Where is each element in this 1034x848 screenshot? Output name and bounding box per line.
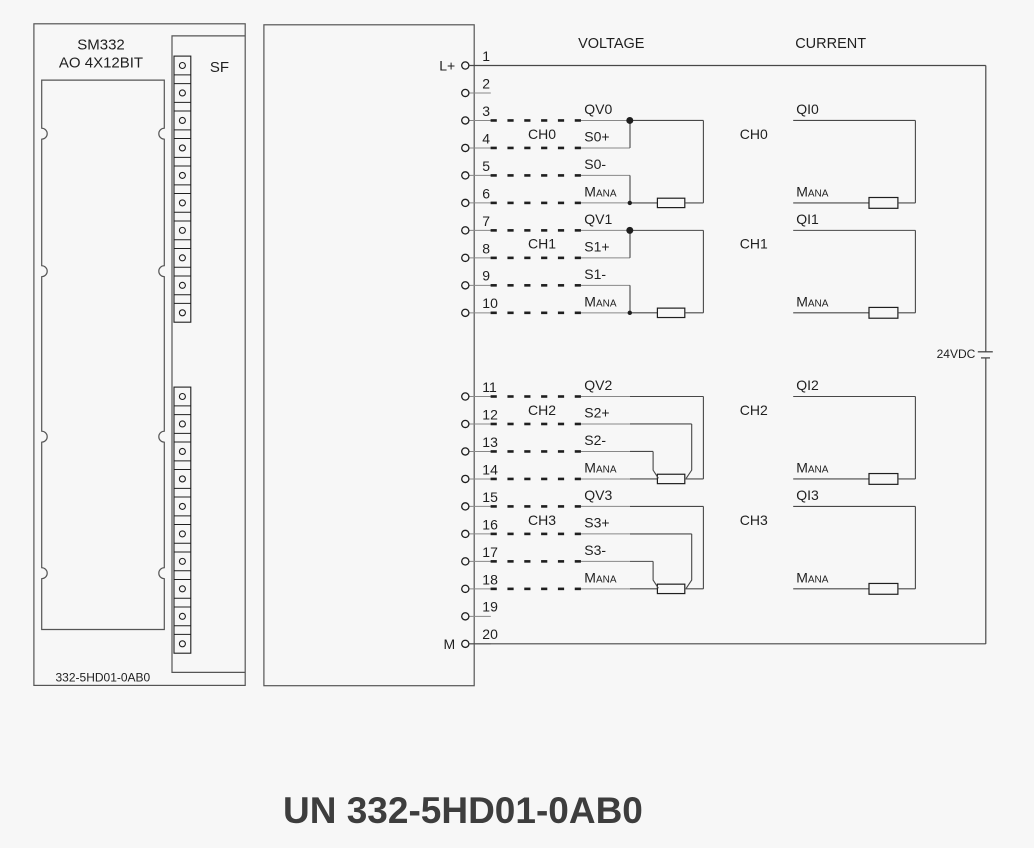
svg-text:332-5HD01-0AB0: 332-5HD01-0AB0 — [56, 671, 151, 685]
svg-text:18: 18 — [482, 571, 498, 587]
svg-text:17: 17 — [482, 544, 498, 560]
svg-text:QV1: QV1 — [584, 211, 612, 227]
svg-text:S2-: S2- — [584, 432, 606, 448]
svg-text:S1-: S1- — [584, 266, 606, 282]
svg-text:7: 7 — [482, 213, 490, 229]
svg-text:10: 10 — [482, 295, 498, 311]
svg-text:CURRENT: CURRENT — [795, 36, 866, 52]
svg-text:S0-: S0- — [584, 156, 606, 172]
svg-text:UN 332-5HD01-0AB0: UN 332-5HD01-0AB0 — [283, 790, 643, 831]
svg-text:9: 9 — [482, 268, 490, 284]
svg-text:12: 12 — [482, 406, 498, 422]
svg-text:CH2: CH2 — [528, 402, 556, 418]
svg-text:CH3: CH3 — [528, 512, 556, 528]
svg-text:QV0: QV0 — [584, 101, 612, 117]
svg-text:1: 1 — [482, 48, 490, 64]
svg-text:SM332: SM332 — [77, 37, 125, 54]
svg-text:2: 2 — [482, 75, 490, 91]
svg-text:5: 5 — [482, 158, 490, 174]
svg-text:S1+: S1+ — [584, 238, 609, 254]
svg-text:S3+: S3+ — [584, 514, 609, 530]
svg-text:15: 15 — [482, 489, 498, 505]
svg-text:M: M — [444, 636, 456, 652]
svg-text:QI2: QI2 — [796, 377, 819, 393]
svg-text:24VDC: 24VDC — [937, 347, 976, 361]
svg-text:8: 8 — [482, 240, 490, 256]
svg-text:QV3: QV3 — [584, 487, 612, 503]
svg-text:CH1: CH1 — [740, 236, 768, 252]
svg-text:QV2: QV2 — [584, 377, 612, 393]
svg-text:S3-: S3- — [584, 542, 606, 558]
svg-text:AO 4X12BIT: AO 4X12BIT — [59, 55, 143, 72]
svg-text:6: 6 — [482, 185, 490, 201]
svg-text:S2+: S2+ — [584, 404, 609, 420]
svg-text:20: 20 — [482, 626, 498, 642]
svg-text:L+: L+ — [439, 58, 455, 74]
svg-text:13: 13 — [482, 434, 498, 450]
svg-text:19: 19 — [482, 599, 498, 615]
svg-text:VOLTAGE: VOLTAGE — [578, 36, 645, 52]
svg-text:QI0: QI0 — [796, 101, 819, 117]
svg-text:S0+: S0+ — [584, 128, 609, 144]
svg-text:11: 11 — [482, 379, 497, 395]
svg-text:CH3: CH3 — [740, 512, 768, 528]
svg-text:QI1: QI1 — [796, 211, 819, 227]
svg-text:3: 3 — [482, 103, 490, 119]
svg-text:QI3: QI3 — [796, 487, 819, 503]
svg-text:4: 4 — [482, 130, 490, 146]
svg-text:CH0: CH0 — [528, 126, 556, 142]
svg-text:CH0: CH0 — [740, 126, 768, 142]
svg-text:14: 14 — [482, 461, 498, 477]
svg-text:CH2: CH2 — [740, 402, 768, 418]
svg-text:CH1: CH1 — [528, 236, 556, 252]
svg-text:SF: SF — [210, 59, 229, 76]
svg-text:16: 16 — [482, 516, 498, 532]
